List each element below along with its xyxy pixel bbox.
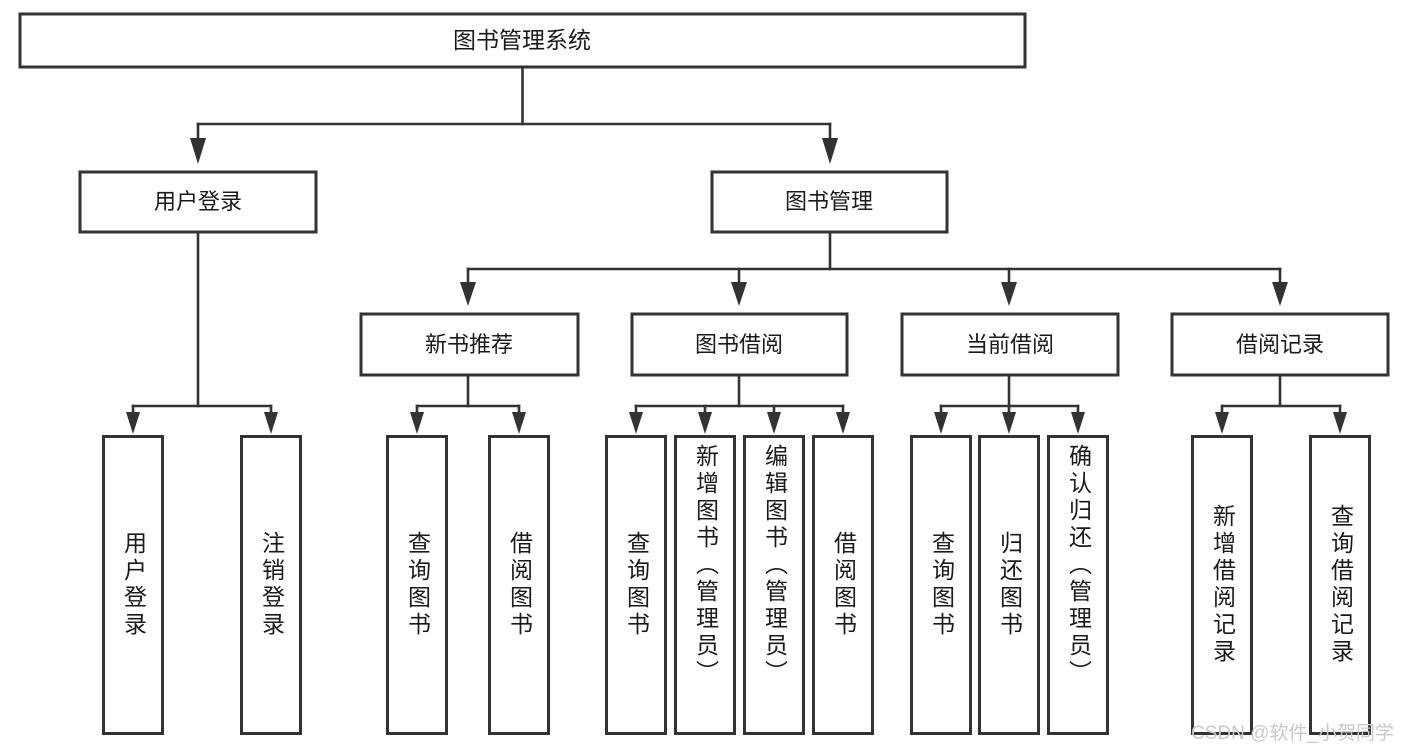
arrow-head-leaf-b1 (629, 412, 643, 434)
leaf-label: 借阅图书 (506, 531, 533, 639)
node-book-manage-rect (710, 170, 949, 234)
leaf-node-new-book-borrow[interactable]: 借阅图书 (488, 435, 550, 735)
leaf-node-new-book-query[interactable]: 查询图书 (386, 435, 448, 735)
arrow-head-leaf-r2 (1333, 412, 1347, 434)
leaf-label: 新增借阅记录 (1209, 504, 1236, 666)
leaf-label: 确认归还（管理员） (1065, 444, 1092, 687)
leaf-node-user-login-logout[interactable]: 注销登录 (240, 435, 302, 735)
leaf-node-book-borrow-query[interactable]: 查询图书 (605, 435, 667, 735)
arrow-head-leaf-c3 (1071, 412, 1085, 434)
arrow-head-leaf-c1 (934, 412, 948, 434)
leaf-node-current-borrow-confirm[interactable]: 确认归还（管理员） (1047, 435, 1109, 735)
leaf-label: 查询图书 (623, 531, 650, 639)
node-user-login[interactable]: 用户登录 (78, 170, 318, 234)
leaf-node-user-login-login[interactable]: 用户登录 (102, 435, 164, 735)
node-current-borrow-rect (900, 312, 1120, 377)
node-book-manage[interactable]: 图书管理 (710, 170, 949, 234)
node-borrow-record-rect (1170, 312, 1390, 377)
node-book-borrow[interactable]: 图书借阅 (630, 312, 849, 377)
node-new-book-recommend-rect (359, 312, 580, 377)
connector-group-new-book (410, 373, 526, 434)
arrow-head-current-borrow (1001, 282, 1017, 306)
leaf-label: 用户登录 (120, 531, 147, 639)
arrow-head-leaf-r1 (1215, 412, 1229, 434)
connector-group-book-borrow (629, 373, 850, 434)
node-new-book-recommend-label: 新书推荐 (425, 332, 513, 357)
node-root-label: 图书管理系统 (453, 27, 591, 53)
node-current-borrow[interactable]: 当前借阅 (900, 312, 1120, 377)
arrow-head-leaf-c2 (1002, 412, 1016, 434)
leaf-node-book-borrow-edit[interactable]: 编辑图书（管理员） (743, 435, 805, 735)
leaf-label: 查询图书 (928, 531, 955, 639)
leaf-label: 借阅图书 (830, 531, 857, 639)
connector-group-user-login (126, 230, 278, 434)
leaf-label: 新增图书（管理员） (692, 444, 719, 687)
node-root-rect (18, 12, 1027, 69)
arrow-head-new-book (460, 282, 476, 306)
node-current-borrow-label: 当前借阅 (966, 332, 1054, 357)
arrow-head-leaf-b4 (836, 412, 850, 434)
arrow-head-leaf-b3 (767, 412, 781, 434)
node-book-manage-label: 图书管理 (785, 189, 873, 214)
arrow-head-leaf-n2 (512, 412, 526, 434)
leaf-label: 编辑图书（管理员） (761, 444, 788, 687)
leaf-node-borrow-record-add[interactable]: 新增借阅记录 (1191, 435, 1253, 735)
node-user-login-label: 用户登录 (154, 189, 242, 214)
arrow-head-borrow-record (1272, 282, 1288, 306)
leaf-node-current-borrow-query[interactable]: 查询图书 (910, 435, 972, 735)
arrow-head-leaf-n1 (410, 412, 424, 434)
leaf-node-book-borrow-borrow[interactable]: 借阅图书 (812, 435, 874, 735)
leaf-label: 注销登录 (258, 531, 285, 639)
node-user-login-rect (78, 170, 318, 234)
arrow-head-leaf-u2 (264, 412, 278, 434)
arrow-head-user-login (190, 138, 206, 164)
arrow-head-leaf-b2 (698, 412, 712, 434)
node-new-book-recommend[interactable]: 新书推荐 (359, 312, 580, 377)
leaf-node-current-borrow-return[interactable]: 归还图书 (978, 435, 1040, 735)
connector-group-book-manage (460, 230, 1288, 306)
node-borrow-record[interactable]: 借阅记录 (1170, 312, 1390, 377)
node-book-borrow-rect (630, 312, 849, 377)
connector-group-borrow-record (1215, 373, 1347, 434)
connector-group-current-borrow (934, 373, 1085, 434)
leaf-label: 归还图书 (996, 531, 1023, 639)
leaf-label: 查询图书 (404, 531, 431, 639)
leaf-label: 查询借阅记录 (1327, 504, 1354, 666)
arrow-head-leaf-u1 (126, 412, 140, 434)
node-book-borrow-label: 图书借阅 (695, 332, 783, 357)
node-borrow-record-label: 借阅记录 (1236, 332, 1324, 357)
connector-group-root (190, 65, 838, 164)
leaf-node-borrow-record-query[interactable]: 查询借阅记录 (1309, 435, 1371, 735)
arrow-head-book-manage (822, 138, 838, 164)
node-root[interactable]: 图书管理系统 (18, 12, 1027, 69)
arrow-head-book-borrow (731, 282, 747, 306)
leaf-node-book-borrow-add[interactable]: 新增图书（管理员） (674, 435, 736, 735)
